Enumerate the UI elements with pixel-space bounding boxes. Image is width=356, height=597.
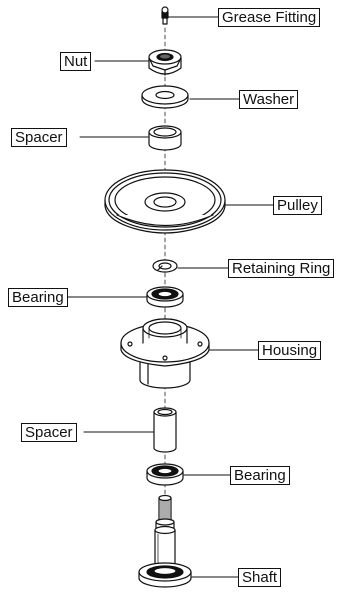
nut-part (148, 49, 182, 76)
pulley-part (104, 169, 226, 234)
label-housing: Housing (258, 341, 322, 360)
label-bearing-bottom: Bearing (230, 466, 290, 485)
label-nut: Nut (60, 52, 92, 71)
leader-lines (59, 16, 274, 578)
label-spacer-top: Spacer (11, 128, 67, 147)
bearing-bottom-part (146, 463, 184, 486)
washer-part (141, 85, 189, 109)
label-spacer-bottom: Spacer (21, 423, 77, 442)
housing-part (120, 318, 210, 389)
spacer-bottom-part (153, 407, 177, 453)
grease-fitting-part (161, 6, 169, 25)
bearing-top-part (146, 286, 184, 308)
retaining-ring-part (152, 259, 178, 273)
label-retaining-ring: Retaining Ring (228, 259, 335, 278)
spacer-top-part (148, 125, 182, 151)
shaft-part (138, 494, 192, 588)
label-grease-fitting: Grease Fitting (218, 8, 321, 27)
label-pulley: Pulley (273, 196, 322, 215)
label-bearing-top: Bearing (8, 288, 68, 307)
label-washer: Washer (239, 90, 299, 109)
label-shaft: Shaft (238, 568, 282, 587)
